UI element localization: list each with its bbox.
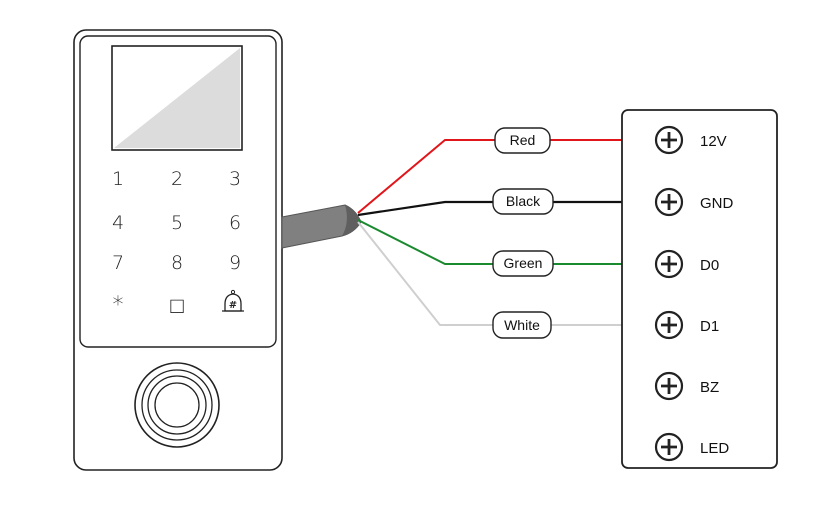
svg-text:D0: D0 [700, 257, 719, 274]
wire-labels: Red Black Green White [492, 127, 554, 339]
fingerprint-sensor [134, 362, 220, 448]
wire-label-green: Green [492, 250, 554, 277]
key-4[interactable]: 4 [112, 212, 124, 234]
wire-green [357, 219, 625, 265]
display-screen [111, 45, 243, 151]
key-8[interactable]: 8 [171, 252, 183, 274]
terminal-d1: D1 [654, 310, 719, 340]
key-9[interactable]: 9 [229, 252, 241, 274]
wire-label-red: Red [494, 127, 551, 154]
terminal-gnd: GND [654, 187, 734, 217]
key-5[interactable]: 5 [171, 212, 183, 234]
svg-text:LED: LED [700, 440, 729, 457]
key-bell[interactable]: # [222, 289, 244, 312]
key-grid: 1 2 3 4 5 6 7 8 9 * □ # [112, 168, 244, 319]
svg-text:GND: GND [700, 195, 734, 212]
key-square[interactable]: □ [170, 294, 183, 319]
wire-label-black: Black [492, 188, 554, 215]
controller-terminal-block: 12V GND D0 D1 BZ LED [621, 109, 778, 469]
terminal-led: LED [654, 432, 729, 462]
svg-text:D1: D1 [700, 318, 719, 335]
key-1[interactable]: 1 [112, 168, 124, 190]
key-star[interactable]: * [113, 293, 124, 318]
terminal-12v: 12V [654, 125, 727, 155]
svg-text:12V: 12V [700, 133, 727, 150]
terminal-bz: BZ [654, 371, 719, 401]
wire-black [357, 200, 625, 217]
key-2[interactable]: 2 [171, 168, 183, 190]
keypad-device: 1 2 3 4 5 6 7 8 9 * □ # [73, 29, 283, 471]
svg-text:Green: Green [504, 255, 543, 271]
cable [281, 204, 362, 249]
key-3[interactable]: 3 [229, 168, 241, 190]
svg-text:BZ: BZ [700, 379, 719, 396]
svg-text:Black: Black [506, 193, 541, 209]
svg-text:White: White [504, 317, 540, 333]
wire-white [357, 221, 625, 326]
terminal-d0: D0 [654, 249, 719, 279]
svg-text:Red: Red [510, 132, 536, 148]
key-6[interactable]: 6 [229, 212, 241, 234]
bell-hash-label: # [229, 300, 237, 311]
wire-label-white: White [492, 311, 552, 339]
key-7[interactable]: 7 [112, 252, 124, 274]
wires [357, 139, 625, 326]
wire-red [357, 139, 625, 214]
